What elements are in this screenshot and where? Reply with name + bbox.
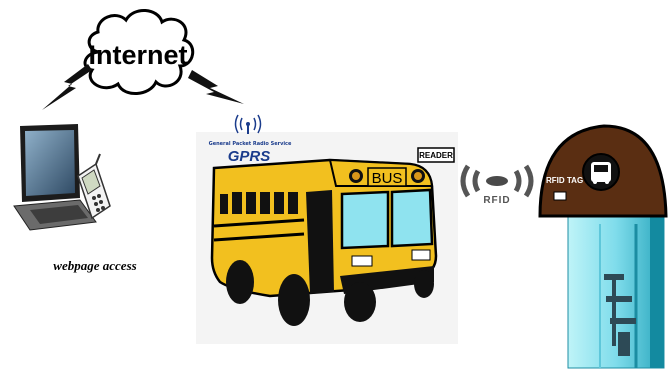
gprs-small-text: General Packet Radio Service xyxy=(209,141,292,147)
bus-sign-text: BUS xyxy=(372,170,403,187)
bus-stop-icon: RFID TAG xyxy=(540,126,666,368)
cloud-icon: Internet xyxy=(85,10,193,93)
rfid-label: RFID xyxy=(483,195,510,206)
webpage-access-caption: webpage access xyxy=(53,258,136,273)
internet-label: Internet xyxy=(88,40,187,70)
wireless-signal-icon: RFID xyxy=(463,166,531,206)
reader-box: READER xyxy=(418,148,454,162)
lightning-icon xyxy=(42,64,92,110)
lightning-icon xyxy=(188,70,244,104)
rfid-tag-label: RFID TAG xyxy=(546,176,583,185)
reader-label: READER xyxy=(419,151,453,160)
rfid-tag xyxy=(554,192,566,200)
gprs-big-text: GPRS xyxy=(228,148,271,165)
antenna-icon xyxy=(236,115,261,134)
